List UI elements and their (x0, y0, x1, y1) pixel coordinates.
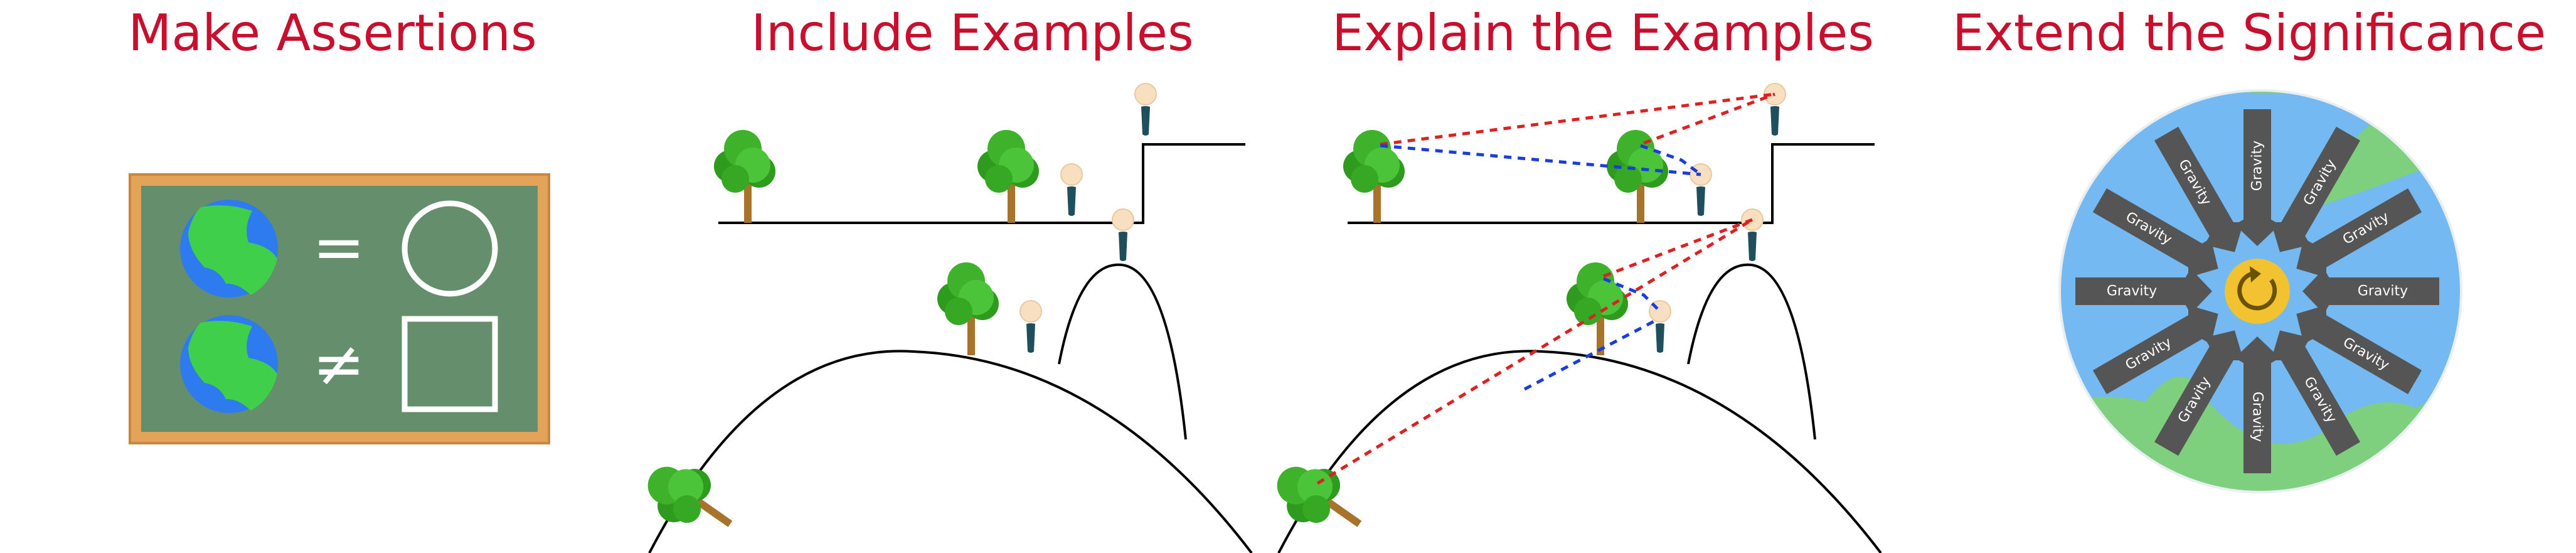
small-hill (1687, 263, 1816, 440)
person-icon (1741, 208, 1764, 262)
gravity-arrow-label: Gravity (2107, 284, 2157, 299)
panel-title-include-examples: Include Examples (751, 4, 1193, 62)
tree-icon (1607, 130, 1668, 223)
person-icon (1134, 83, 1157, 136)
person-icon (1019, 300, 1042, 353)
tree-icon (1567, 262, 1628, 355)
tree-icon (714, 130, 775, 223)
equals-symbol: = (312, 210, 365, 284)
earth-icon (180, 315, 278, 413)
tree-icon (1264, 448, 1376, 552)
ground-with-cliff (1348, 143, 1875, 224)
person-icon (1060, 163, 1083, 217)
earth-icon (180, 200, 278, 298)
small-hill (1058, 263, 1187, 440)
panel-title-make-assertions: Make Assertions (128, 4, 536, 62)
blue-dashed-lines (1380, 144, 1702, 391)
person-icon (1764, 83, 1786, 136)
panel-title-extend-significance: Extend the Significance (1952, 4, 2546, 62)
gravity-arrow-label: Gravity (2358, 284, 2408, 299)
tree-icon (937, 262, 999, 355)
gravity-arrow: Gravity (2075, 266, 2212, 316)
large-hill (1277, 350, 1882, 553)
person-icon (1112, 208, 1134, 262)
square-shape-icon (402, 316, 498, 412)
red-dashed-lines (1316, 92, 1775, 485)
examples-scene (634, 83, 1253, 553)
gravity-arrow: Gravity (2232, 109, 2282, 246)
planet-outline (2058, 89, 2462, 493)
large-hill (648, 350, 1253, 553)
person-icon (1690, 163, 1712, 217)
planet-core (2225, 259, 2290, 324)
explained-scene (1264, 83, 1882, 553)
gravity-arrow-label: Gravity (2250, 392, 2265, 442)
gravity-arrow-label: Gravity (2250, 141, 2265, 191)
chalkboard: = ≠ (129, 173, 550, 444)
gravity-arrow: Gravity (2302, 266, 2439, 316)
ground-with-cliff (718, 143, 1245, 224)
tree-icon (977, 130, 1039, 223)
rotation-arrowhead-icon (2250, 266, 2261, 282)
person-icon (1649, 300, 1671, 353)
tree-icon (634, 448, 747, 552)
circle-shape-icon (402, 200, 498, 297)
not-equals-symbol: ≠ (312, 327, 365, 400)
gravity-arrow: Gravity (2232, 336, 2282, 473)
panel-title-explain-examples: Explain the Examples (1332, 4, 1874, 62)
rotation-icon (2237, 271, 2277, 311)
